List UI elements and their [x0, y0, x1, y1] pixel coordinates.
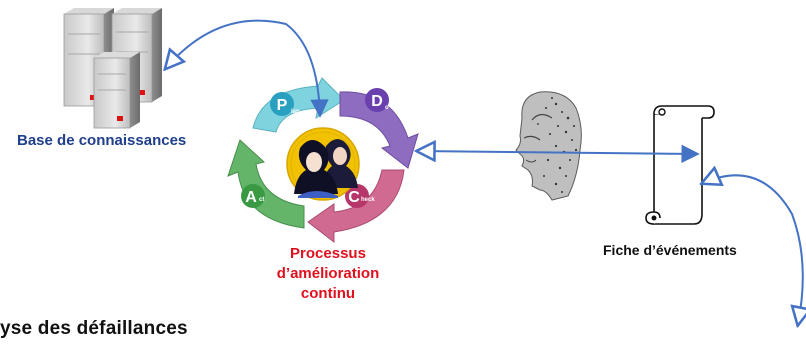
failure-analysis-heading: yse des défaillances [0, 318, 188, 339]
server-tower-front [93, 52, 140, 129]
arrow-process-to-sheet [418, 151, 698, 154]
act-badge [241, 184, 265, 208]
head-profile-icon [515, 91, 582, 201]
do-letter: D [371, 93, 383, 110]
act-segment [227, 139, 305, 229]
process-label: Processus d’amélioration continu [268, 244, 388, 304]
process-label-line-2: d’amélioration [276, 265, 380, 282]
pdca-cycle-icon: P lan D o C heck A ct [227, 77, 419, 244]
do-word: o [385, 105, 389, 111]
do-badge [365, 88, 389, 112]
arrow-sheet-to-analysis [703, 175, 803, 324]
plan-letter: P [277, 97, 288, 114]
plan-word: lan [291, 109, 300, 115]
process-label-line-1: Processus [290, 245, 366, 262]
check-letter: C [348, 189, 360, 206]
plan-segment [252, 77, 345, 133]
server-cluster-icon [63, 8, 162, 129]
people-center-icon [286, 127, 360, 201]
knowledge-base-label: Base de connaissances [17, 132, 187, 149]
act-letter: A [245, 189, 257, 206]
act-word: ct [259, 197, 264, 203]
scroll-document-icon [645, 105, 715, 225]
event-sheet-label: Fiche d’événements [603, 242, 737, 258]
arrow-kb-to-process [166, 19, 320, 116]
check-badge [345, 184, 369, 208]
process-label-line-3: continu [300, 285, 356, 302]
check-word: heck [361, 197, 375, 203]
check-segment [307, 169, 405, 244]
